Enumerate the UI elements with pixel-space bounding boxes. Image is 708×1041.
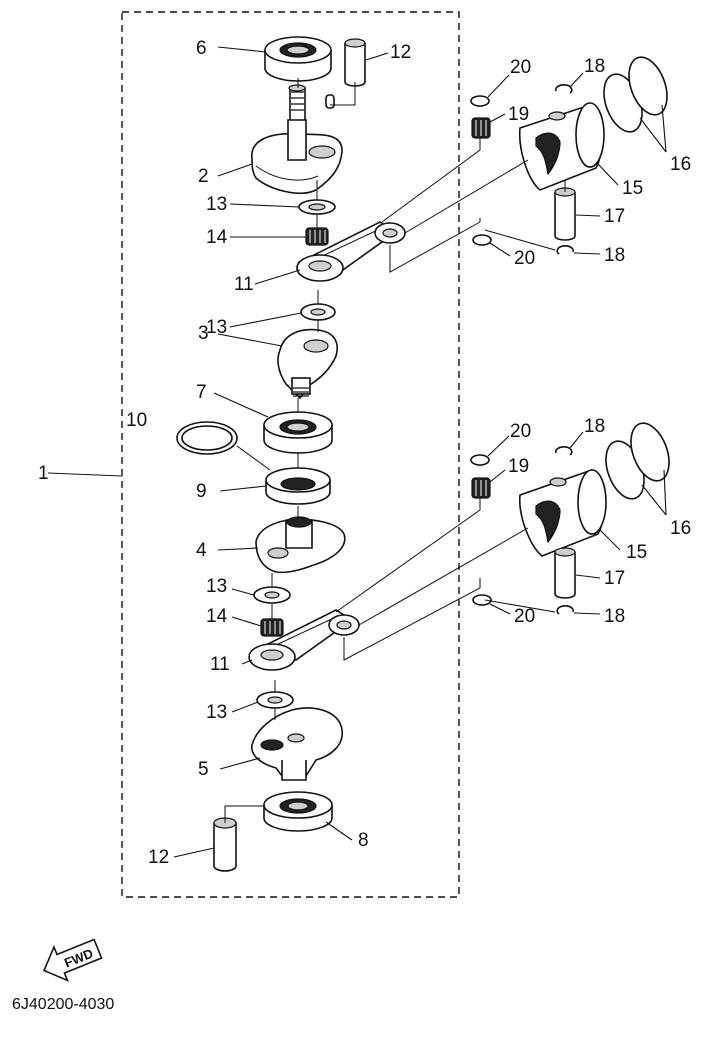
callout-15-b: 15	[626, 542, 647, 563]
bearing-6	[264, 36, 332, 82]
washer-13-c	[253, 586, 291, 604]
bearing-7	[263, 411, 333, 454]
circlip-20-b	[472, 234, 492, 246]
washer-13-b	[300, 303, 336, 321]
callout-9: 9	[196, 481, 207, 502]
circlip-18-c	[555, 446, 573, 456]
circlip-18-a	[555, 84, 573, 94]
callout-6: 6	[196, 38, 207, 59]
circlip-18-d	[556, 605, 574, 615]
callout-2: 2	[198, 166, 209, 187]
callout-16-b: 16	[670, 518, 691, 539]
circlip-20-c	[470, 454, 490, 466]
piston-ring-16-b	[605, 422, 670, 500]
callout-16-a: 16	[670, 154, 691, 175]
callout-10: 10	[126, 410, 147, 431]
callout-18-b: 18	[604, 245, 625, 266]
crank-web-4	[255, 516, 346, 574]
callout-5: 5	[198, 759, 209, 780]
pin-12-lower	[213, 817, 237, 872]
callout-12-upper: 12	[390, 42, 411, 63]
callout-13-a: 13	[206, 194, 227, 215]
callout-15-a: 15	[622, 178, 643, 199]
woodruff-key	[325, 94, 335, 109]
callout-20-b: 20	[514, 248, 535, 269]
callout-11-b: 11	[210, 654, 230, 675]
callout-11-a: 11	[234, 274, 254, 295]
callout-18-d: 18	[604, 606, 625, 627]
washer-13-d	[256, 691, 294, 709]
crank-web-2	[251, 84, 343, 194]
callout-3: 3	[198, 323, 209, 344]
callout-7: 7	[196, 382, 207, 403]
callout-20-a: 20	[510, 57, 531, 78]
ring-10	[176, 421, 238, 455]
piston-ring-16-a	[603, 56, 668, 133]
crank-web-3	[277, 328, 338, 400]
needle-bearing-19-a	[471, 117, 491, 139]
circlip-18-b	[556, 245, 574, 255]
callout-8: 8	[358, 830, 369, 851]
piston-pin-17-a	[554, 187, 576, 241]
callout-14-a: 14	[206, 227, 228, 248]
callout-12-lower: 12	[148, 847, 169, 868]
callout-1: 1	[38, 463, 49, 484]
washer-13-a	[298, 199, 336, 215]
callout-4: 4	[196, 540, 207, 561]
callout-19-a: 19	[508, 104, 529, 125]
callout-13-b: 13	[206, 317, 227, 338]
piston-pin-17-b	[554, 547, 576, 599]
needle-bearing-14-a	[305, 227, 329, 246]
needle-bearing-14-b	[260, 618, 284, 637]
callout-20-d: 20	[514, 606, 535, 627]
callout-19-b: 19	[508, 456, 529, 477]
crankshaft-assembly-boundary	[121, 11, 460, 898]
callout-20-c: 20	[510, 421, 531, 442]
piston-15-a	[518, 102, 605, 191]
callout-18-c: 18	[584, 416, 605, 437]
bearing-8	[263, 791, 333, 832]
leader-lines	[47, 46, 667, 858]
circlip-20-a	[470, 95, 490, 107]
callout-17-a: 17	[604, 206, 625, 227]
needle-bearing-19-b	[471, 477, 491, 499]
connecting-rod-11-b	[248, 609, 360, 671]
pin-12-upper	[344, 38, 366, 87]
seal-9	[265, 467, 331, 505]
piston-15-b	[519, 469, 607, 557]
circlip-20-d	[472, 594, 492, 606]
callout-17-b: 17	[604, 568, 625, 589]
callout-18-a: 18	[584, 56, 605, 77]
catalog-code: 6J40200-4030	[12, 996, 114, 1013]
fwd-arrow-icon: FWD	[42, 938, 103, 982]
callout-14-b: 14	[206, 606, 228, 627]
callout-13-c: 13	[206, 576, 227, 597]
callout-13-d: 13	[206, 702, 227, 723]
crank-web-5	[251, 707, 343, 781]
connecting-rod-11-a	[296, 221, 406, 282]
